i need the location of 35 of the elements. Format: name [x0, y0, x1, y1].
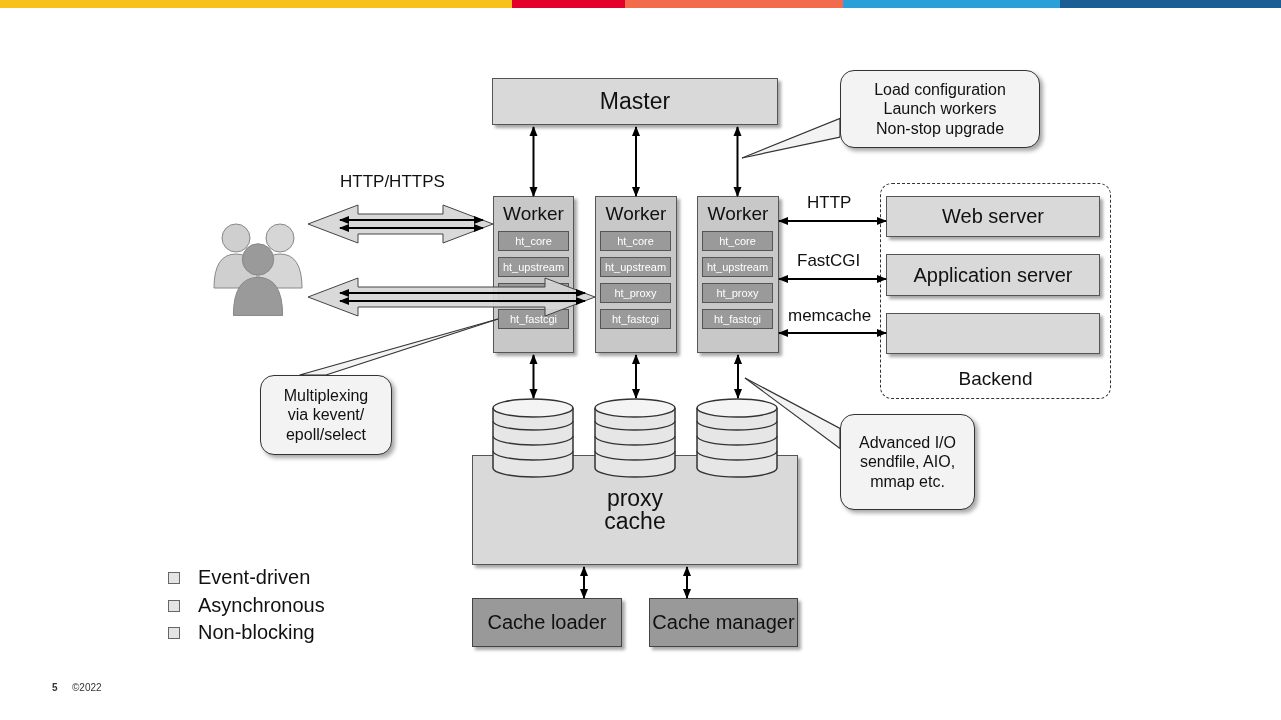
module-box: ht_proxy	[702, 283, 773, 303]
database-cylinder	[695, 398, 779, 478]
group-box	[880, 183, 1111, 399]
module-box: ht_proxy	[600, 283, 671, 303]
worker-box	[697, 196, 779, 353]
module-box: ht_core	[702, 231, 773, 251]
process-box	[886, 313, 1100, 354]
process-box: Web server	[886, 196, 1100, 237]
database-cylinder	[593, 398, 677, 478]
callout-bubble: Advanced I/O sendfile, AIO, mmap etc.	[840, 414, 975, 510]
worker-title: Worker	[604, 203, 668, 225]
list-item: Non-blocking	[198, 621, 315, 644]
module-box: ht_core	[600, 231, 671, 251]
module-box: ht_core	[498, 231, 569, 251]
process-box: Cache manager	[649, 598, 798, 647]
worker-title: Worker	[502, 203, 565, 225]
process-box: Cache loader	[472, 598, 622, 647]
process-box: Application server	[886, 254, 1100, 296]
process-box: Master	[492, 78, 778, 125]
module-box: ht_fastcgi	[702, 309, 773, 329]
list-item: Asynchronous	[198, 594, 325, 617]
page-number: 5	[52, 682, 58, 693]
list-item: Event-driven	[198, 566, 311, 589]
module-box: ht_upstream	[600, 257, 671, 277]
database-cylinder	[491, 398, 575, 478]
worker-title: Worker	[706, 203, 770, 225]
group-title: Backend	[957, 368, 1034, 390]
worker-box	[595, 196, 677, 353]
module-box: ht_upstream	[498, 257, 569, 277]
copyright-note: ©2022	[72, 682, 102, 693]
callout-bubble: Multiplexing via kevent/ epoll/select	[260, 375, 392, 455]
callout-bubble: Load configuration Launch workers Non-stop upgrade	[840, 70, 1040, 148]
module-box: ht_fastcgi	[498, 309, 569, 329]
module-box: ht_upstream	[702, 257, 773, 277]
module-box: ht_fastcgi	[600, 309, 671, 329]
